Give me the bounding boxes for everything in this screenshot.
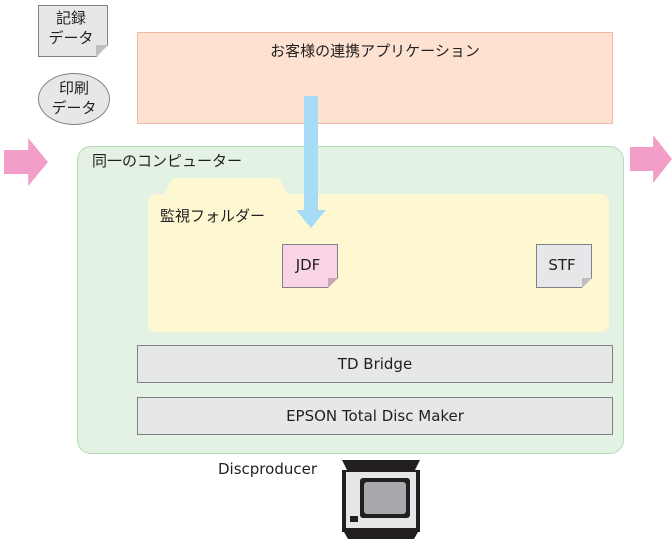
jdf-file-fold-icon bbox=[328, 278, 338, 288]
stf-file-label: STF bbox=[548, 256, 576, 274]
customer-application-box bbox=[137, 32, 613, 124]
recording-data-document-icon bbox=[38, 5, 108, 57]
total-disc-maker-bar: EPSON Total Disc Maker bbox=[137, 397, 613, 435]
outgoing-arrow-icon bbox=[630, 135, 672, 183]
discproducer-label: Discproducer bbox=[218, 460, 317, 478]
same-computer-label: 同一のコンピューター bbox=[92, 152, 243, 170]
watched-folder bbox=[148, 194, 609, 332]
print-data-disc-icon bbox=[38, 73, 110, 125]
jdf-file-label: JDF bbox=[295, 256, 321, 274]
print-data-label: 印刷 データ bbox=[51, 79, 97, 117]
discproducer-device-icon bbox=[342, 460, 420, 539]
recording-data-label: 記録 データ bbox=[48, 9, 94, 47]
folder-tab-shape bbox=[163, 178, 289, 196]
stf-file-fold-icon bbox=[582, 278, 592, 288]
flow-arrow-shaft bbox=[304, 96, 318, 214]
incoming-arrow-icon bbox=[4, 138, 48, 186]
watched-folder-label: 監視フォルダー bbox=[160, 207, 266, 225]
customer-application-title: お客様の連携アプリケーション bbox=[270, 42, 480, 60]
td-bridge-bar: TD Bridge bbox=[137, 345, 613, 383]
